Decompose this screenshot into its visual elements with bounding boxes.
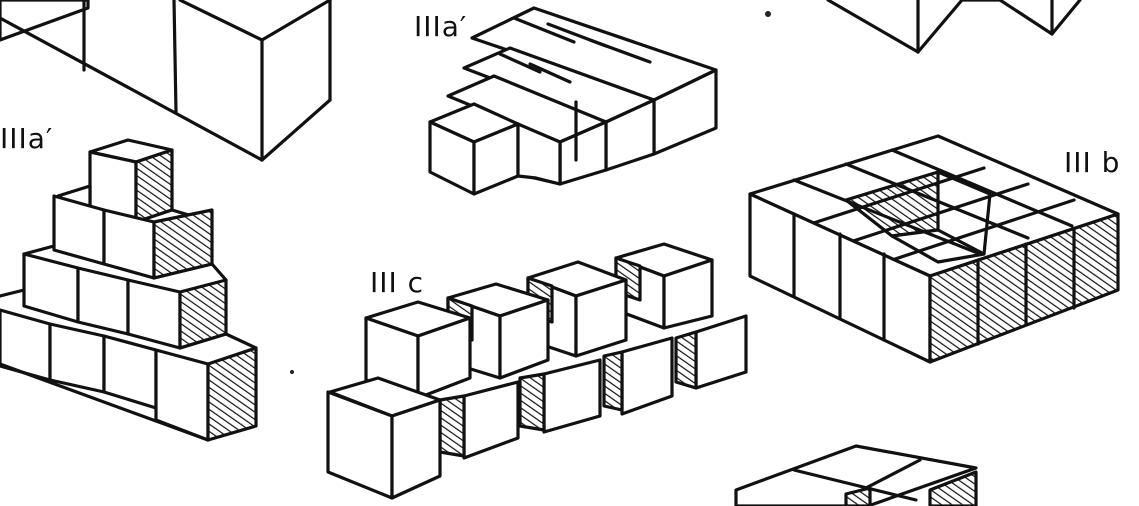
ink-speck (765, 11, 771, 17)
label-iiia-prime-top: IIIa′ (414, 10, 467, 43)
large-block-top-left (0, 0, 332, 162)
staircase-block-group (428, 6, 718, 196)
hollow-square-block-group (748, 134, 1120, 364)
ink-speck (290, 370, 294, 374)
blocks-top-right (826, 0, 1082, 54)
alternating-row-block-group (326, 242, 748, 500)
label-iii-c: III c (370, 266, 424, 299)
pyramid-block-group (0, 138, 258, 442)
label-iiia-prime-left: IIIa′ (0, 122, 53, 155)
label-iii-b: III b (1064, 146, 1120, 179)
partial-block-bottom-right (734, 444, 978, 506)
